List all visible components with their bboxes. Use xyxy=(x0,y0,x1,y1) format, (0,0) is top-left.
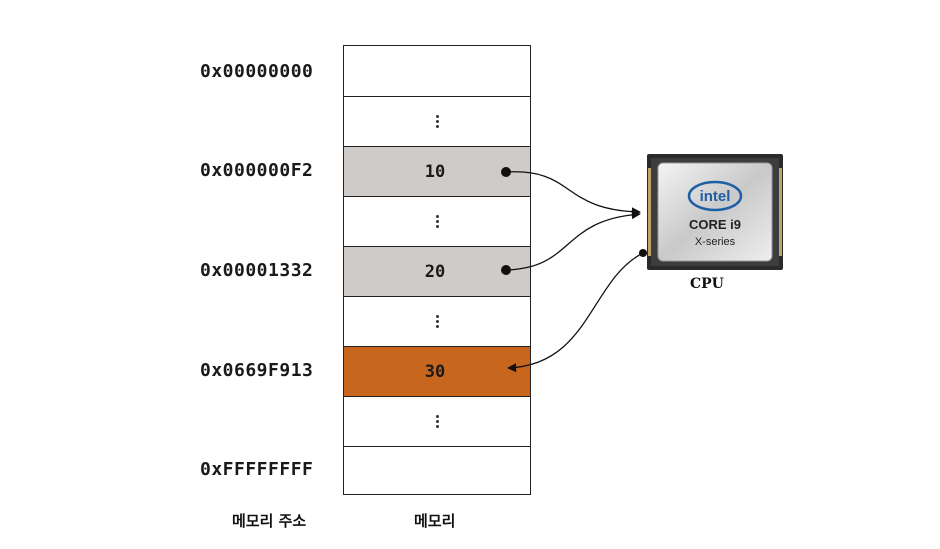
memory-cell-ellipsis xyxy=(344,396,530,446)
chip-model-text: CORE i9 xyxy=(689,217,741,232)
memory-column: 10 20 30 xyxy=(343,45,531,495)
arrow-cpu-to-30 xyxy=(507,252,644,373)
memory-cell xyxy=(344,446,530,496)
vertical-ellipsis-icon xyxy=(435,315,439,328)
cpu-chip-icon: intel CORE i9 X-series xyxy=(647,154,783,270)
chip-series-text: X-series xyxy=(695,236,736,248)
vertical-ellipsis-icon xyxy=(435,115,439,128)
memory-value: 30 xyxy=(424,361,446,382)
memory-value: 20 xyxy=(424,261,446,282)
memory-cell-ellipsis xyxy=(344,296,530,346)
arrow-10-to-cpu xyxy=(505,171,641,217)
memory-column-caption: 메모리 xyxy=(414,512,456,530)
address-column-caption: 메모리 주소 xyxy=(232,512,307,530)
memory-cell-value: 10 xyxy=(344,146,530,196)
intel-logo-icon xyxy=(687,180,743,212)
vertical-ellipsis-icon xyxy=(435,415,439,428)
cpu-label: CPU xyxy=(690,276,724,292)
vertical-ellipsis-icon xyxy=(435,215,439,228)
address-label: 0x00001332 xyxy=(200,260,314,281)
address-label: 0xFFFFFFFF xyxy=(200,459,314,480)
memory-cell-ellipsis xyxy=(344,196,530,246)
chip-brand-text: intel xyxy=(700,188,731,205)
memory-cell-ellipsis xyxy=(344,96,530,146)
memory-value: 10 xyxy=(424,161,446,182)
address-label: 0x000000F2 xyxy=(200,160,314,181)
arrow-20-to-cpu xyxy=(505,210,641,271)
address-label: 0x00000000 xyxy=(200,61,314,82)
memory-cell-value: 30 xyxy=(344,346,530,396)
address-label: 0x0669F913 xyxy=(200,360,314,381)
memory-cell-value: 20 xyxy=(344,246,530,296)
